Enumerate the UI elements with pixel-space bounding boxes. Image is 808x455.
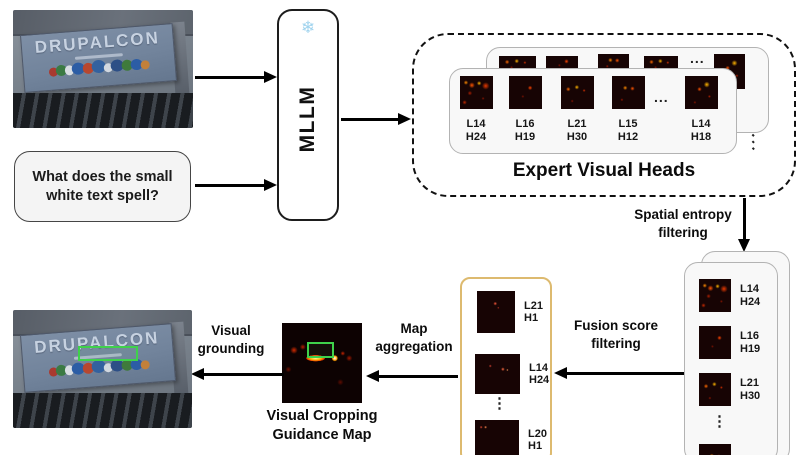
head-layer-label: L21: [740, 377, 759, 389]
attention-map-thumb: [477, 291, 515, 333]
attention-map-thumb: [499, 56, 536, 71]
attention-map-thumb: [611, 76, 645, 109]
drupalcon-banner: DRUPALCON: [19, 22, 178, 93]
head-index-label: H1: [524, 312, 539, 324]
head-index-label: H24: [740, 295, 761, 308]
fusion-score-label: Fusion score filtering: [573, 318, 659, 351]
attention-map-thumb: [699, 373, 731, 406]
mllm-block: ❄ MLLM: [277, 9, 339, 221]
back-card-ellipsis: ...: [690, 50, 705, 66]
grounding-box: [78, 346, 138, 361]
head-index-label: H1: [528, 440, 543, 452]
arrow-map-to-output: [191, 368, 284, 381]
attention-map-thumb: [598, 54, 629, 71]
attention-map-thumb: [475, 354, 520, 394]
attention-map-thumb: [699, 326, 731, 359]
front-card-ellipsis: ...: [654, 89, 669, 105]
head-layer-label: L16: [515, 118, 535, 130]
input-image: DRUPALCON: [13, 10, 193, 128]
question-box: What does the small white text spell?: [14, 151, 191, 222]
visual-grounding-label: Visual grounding: [197, 323, 265, 356]
attention-map-thumb: [560, 76, 594, 109]
map-aggregation-label: Map aggregation: [375, 321, 453, 354]
head-layer-label: L14: [691, 118, 711, 130]
arrow-question-to-mllm: [195, 179, 277, 192]
head-layer-label: L14: [529, 361, 548, 374]
filtered-head-item: L14: [699, 444, 759, 455]
arrow-filtered-to-fusion: [554, 367, 684, 380]
arrow-image-to-mllm: [195, 71, 277, 84]
head-index-label: H18: [690, 130, 712, 143]
attention-map-thumb: [644, 56, 678, 71]
fusion-box-ellipsis: ⋮: [492, 395, 507, 412]
guidance-map-caption: Visual Cropping Guidance Map: [266, 408, 378, 443]
head-index-label: H30: [740, 389, 761, 402]
head-layer-label: L14: [740, 283, 759, 295]
arrow-fusion-to-map: [366, 370, 458, 383]
roof-slats: [13, 92, 193, 128]
attention-map-thumb: [699, 279, 731, 312]
head-index-label: H30: [566, 130, 588, 143]
attention-map-thumb: [684, 76, 718, 109]
guidance-map-highlight-box: [307, 342, 334, 358]
head-layer-label: L21: [567, 118, 587, 130]
attention-map-thumb: [459, 76, 493, 109]
head-index-label: H24: [465, 130, 487, 143]
head-index-label: H19: [740, 342, 761, 355]
output-image: DRUPALCON: [13, 310, 192, 428]
spatial-entropy-label: Spatial entropy filtering: [634, 207, 732, 240]
head-layer-label: L20: [528, 427, 547, 440]
arrow-heads-to-filtered: [738, 198, 751, 252]
head-layer-label: L15: [618, 118, 638, 130]
head-layer-label: L16: [740, 330, 759, 342]
expert-heads-box: [412, 33, 796, 197]
mllm-label: MLLM: [296, 85, 319, 153]
expert-heads-caption: Expert Visual Heads: [512, 160, 696, 181]
question-text: What does the small white text spell?: [32, 168, 173, 204]
head-index-label: H19: [514, 130, 536, 143]
arrow-mllm-to-heads: [341, 113, 411, 126]
roof-slats: [13, 392, 192, 428]
attention-map-thumb: [546, 56, 578, 71]
filtered-stack-ellipsis: ⋮: [712, 413, 727, 430]
attention-map-thumb: [699, 444, 731, 455]
snowflake-icon: ❄: [300, 18, 316, 37]
head-layer-label: L21: [524, 299, 543, 312]
attention-map-thumb: [475, 420, 519, 455]
head-layer-label: L14: [466, 118, 486, 130]
head-index-label: H12: [617, 130, 639, 143]
guidance-map: [282, 323, 362, 403]
attention-map-thumb: [508, 76, 542, 109]
head-index-label: H24: [529, 374, 550, 386]
